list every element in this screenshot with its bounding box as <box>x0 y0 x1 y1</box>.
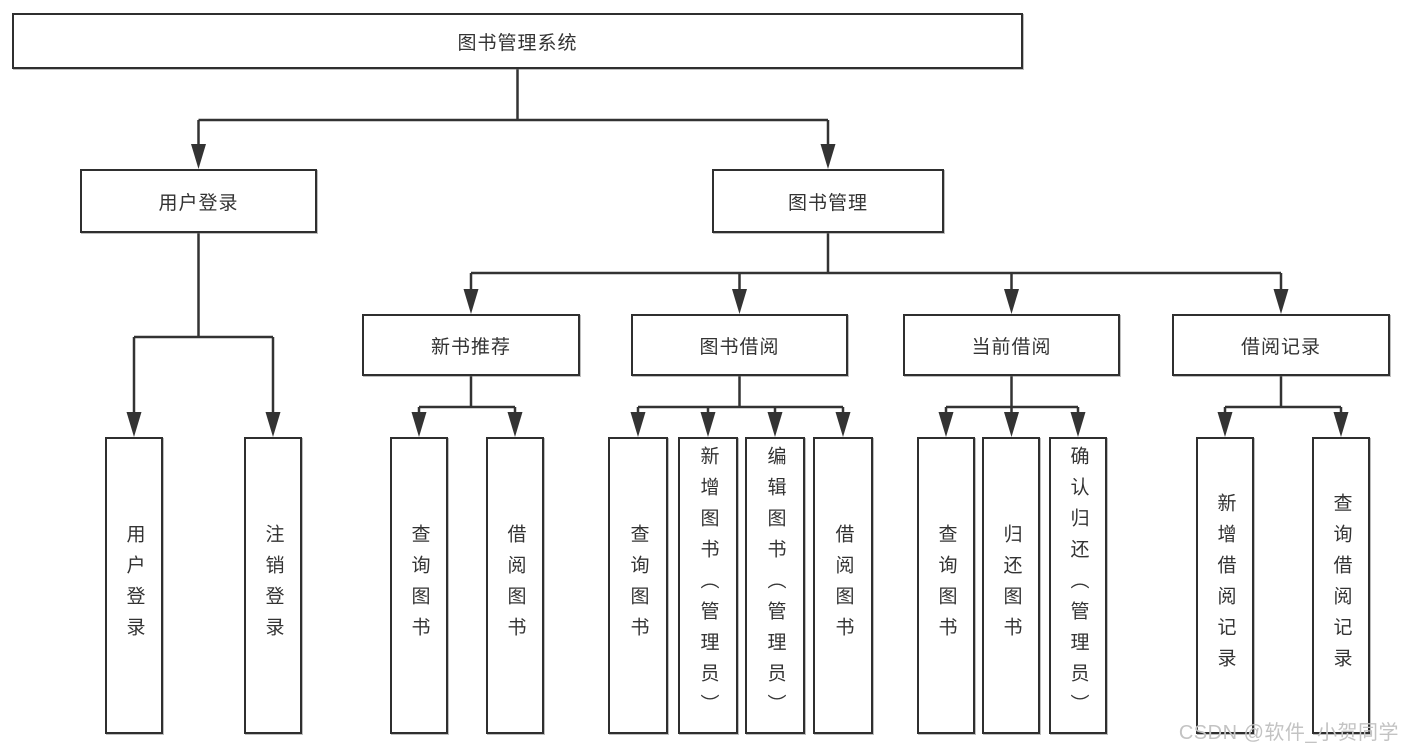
leaf-label: 归还图书 <box>1000 523 1022 648</box>
arrowhead <box>1273 289 1289 314</box>
node-leaf-cb-confirm-return: 确认归还（管理员） <box>1049 437 1107 734</box>
arrowhead <box>265 412 281 437</box>
node-new-book-rec: 新书推荐 <box>362 314 580 376</box>
node-leaf-cb-return-books: 归还图书 <box>982 437 1040 734</box>
arrowhead <box>820 144 836 169</box>
node-leaf-rec-query-books: 查询图书 <box>390 437 448 734</box>
arrowhead <box>1217 412 1233 437</box>
node-root: 图书管理系统 <box>12 13 1023 69</box>
leaf-label: 借阅图书 <box>832 523 854 648</box>
connector-book-mgmt-children <box>463 233 1289 314</box>
leaf-label: 新增图书（管理员） <box>697 446 719 725</box>
watermark: CSDN @软件_小贺同学 <box>1178 722 1399 744</box>
arrowhead <box>1004 412 1019 437</box>
connector-new-book-rec-children <box>411 376 523 437</box>
node-leaf-rec-borrow-books: 借阅图书 <box>486 437 544 734</box>
arrowhead <box>630 412 646 437</box>
node-book-mgmt: 图书管理 <box>712 169 944 233</box>
node-leaf-bb-edit-books: 编辑图书（管理员） <box>745 437 805 734</box>
arrowhead <box>835 412 851 437</box>
arrowhead <box>732 289 747 314</box>
leaf-label: 借阅图书 <box>504 523 526 648</box>
leaf-label: 用户登录 <box>123 523 145 648</box>
leaf-label: 查询图书 <box>935 523 957 648</box>
node-current-borrow: 当前借阅 <box>903 314 1120 376</box>
node-leaf-logout: 注销登录 <box>244 437 302 734</box>
arrowhead <box>411 412 427 437</box>
connector-root-children <box>191 69 836 169</box>
node-borrow-records: 借阅记录 <box>1172 314 1390 376</box>
leaf-label: 查询借阅记录 <box>1330 492 1352 679</box>
leaf-label: 编辑图书（管理员） <box>764 446 786 725</box>
arrowhead <box>767 412 783 437</box>
arrowhead <box>1070 412 1086 437</box>
node-leaf-bb-query-books: 查询图书 <box>608 437 668 734</box>
arrowhead <box>191 144 206 169</box>
leaf-label: 查询图书 <box>627 523 649 648</box>
node-leaf-login: 用户登录 <box>105 437 163 734</box>
leaf-label: 确认归还（管理员） <box>1067 446 1089 725</box>
arrowhead <box>1333 412 1349 437</box>
node-leaf-br-add-record: 新增借阅记录 <box>1196 437 1254 734</box>
connector-borrow-records-children <box>1217 376 1349 437</box>
leaf-label: 新增借阅记录 <box>1214 492 1236 679</box>
arrowhead <box>938 412 954 437</box>
node-leaf-bb-add-books: 新增图书（管理员） <box>678 437 738 734</box>
arrowhead <box>507 412 523 437</box>
node-user-login: 用户登录 <box>80 169 317 233</box>
connector-current-borrow-children <box>938 376 1086 437</box>
arrowhead <box>126 412 142 437</box>
connector-book-borrow-children <box>630 376 851 437</box>
arrowhead <box>700 412 716 437</box>
node-leaf-cb-query-books: 查询图书 <box>917 437 975 734</box>
leaf-label: 查询图书 <box>408 523 430 648</box>
node-leaf-bb-borrow-books: 借阅图书 <box>813 437 873 734</box>
node-book-borrow: 图书借阅 <box>631 314 848 376</box>
node-leaf-br-query-record: 查询借阅记录 <box>1312 437 1370 734</box>
arrowhead <box>463 289 479 314</box>
arrowhead <box>1004 289 1019 314</box>
connector-user-login-children <box>126 233 281 437</box>
leaf-label: 注销登录 <box>262 523 284 648</box>
